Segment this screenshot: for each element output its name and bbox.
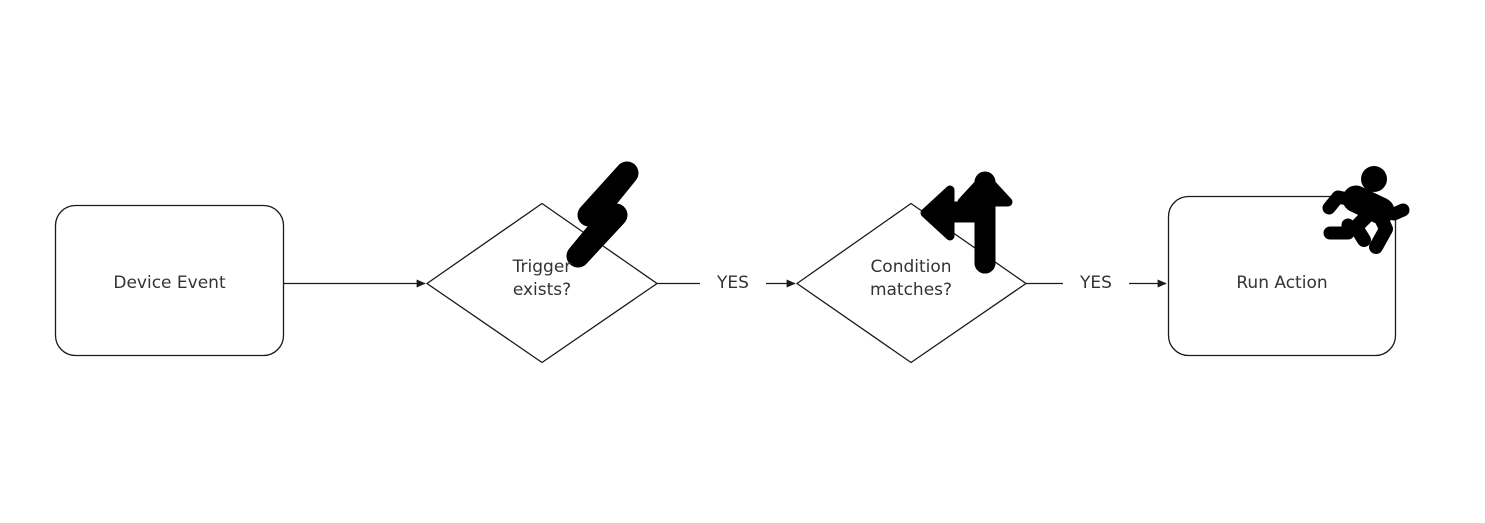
lightning-bolt-icon (566, 161, 639, 268)
node-device-event-shape[interactable] (54, 204, 285, 357)
node-trigger-exists-shape[interactable] (425, 202, 659, 364)
running-person-icon (1322, 166, 1410, 254)
edge-label-yes-trigger: YES (700, 273, 766, 293)
edge-label-yes-condition: YES (1063, 273, 1129, 293)
branch-arrow-icon (920, 171, 1013, 274)
